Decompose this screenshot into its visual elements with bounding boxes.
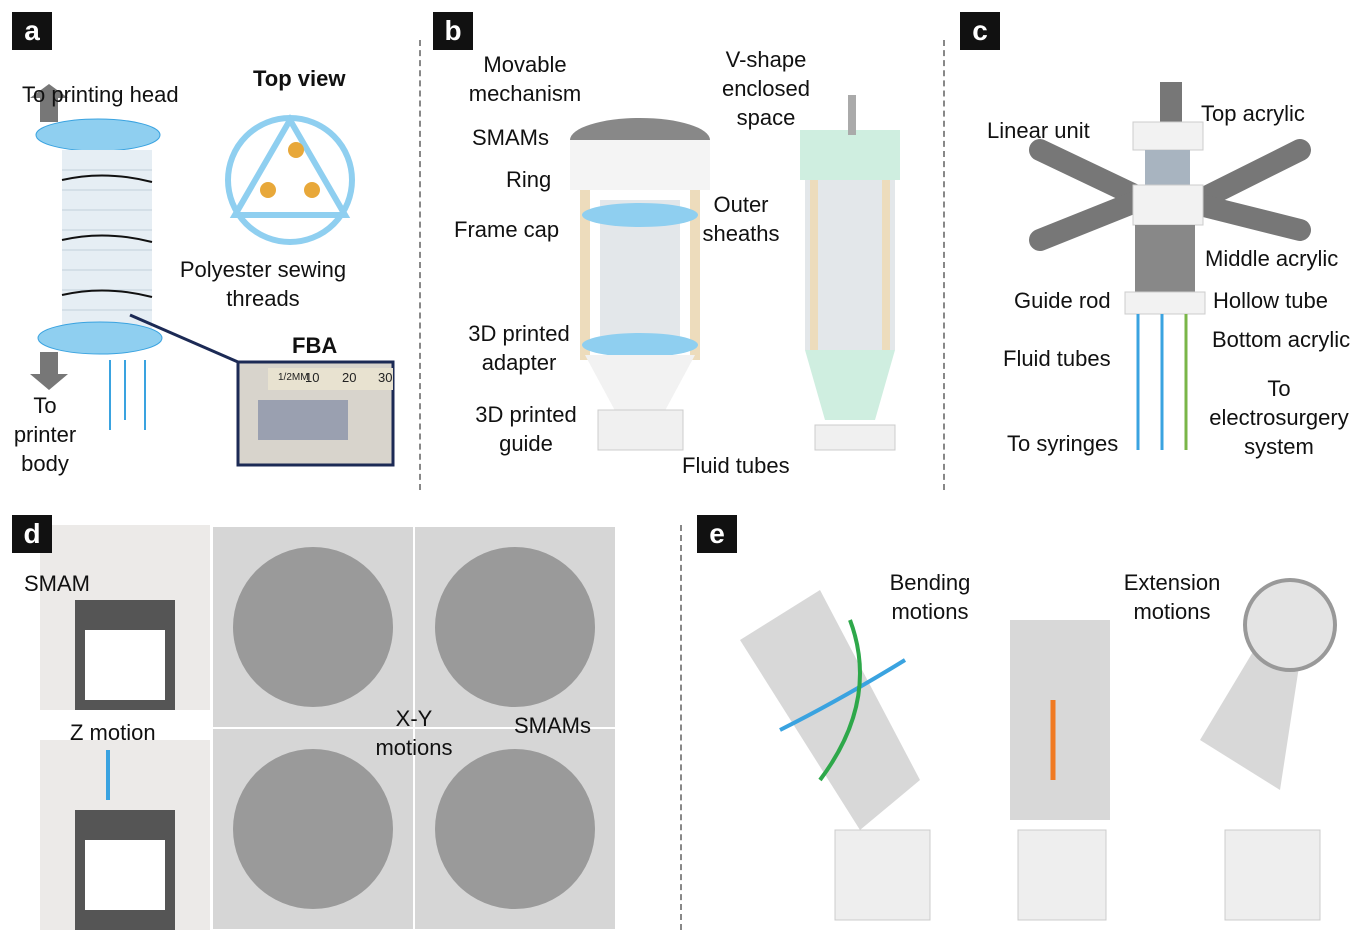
label-top-acrylic: Top acrylic: [1201, 101, 1305, 126]
ruler-label: 20: [342, 370, 357, 385]
label-to-printing-head: To printing head: [22, 82, 179, 107]
label-smam: SMAM: [24, 571, 90, 596]
printer-head-render-b: [570, 95, 900, 451]
label-smams-d: SMAMs: [514, 713, 591, 738]
linear-unit-render-c: [1029, 82, 1311, 450]
top-view-diagram: [225, 114, 355, 245]
label-smams: SMAMs: [472, 125, 549, 150]
label-guide-rod: Guide rod: [1014, 288, 1111, 313]
panel-badge-d: d: [12, 515, 52, 553]
label-ring: Ring: [506, 167, 552, 192]
divider: [419, 40, 421, 490]
label-hollow-tube: Hollow tube: [1213, 288, 1328, 313]
ruler-label: 1/2MM: [278, 372, 309, 383]
photos-e: [740, 578, 1337, 921]
label-z-motion: Z motion: [70, 720, 156, 745]
ruler-label: 30: [378, 370, 393, 385]
label-frame-cap: Frame cap: [454, 217, 560, 242]
label-middle-acrylic: Middle acrylic: [1205, 246, 1339, 271]
label-top-view: Top view: [253, 66, 346, 91]
ruler-label: 10: [305, 370, 320, 385]
label-fluid-tubes-b: Fluid tubes: [682, 453, 790, 478]
label-to-syringes: To syringes: [1007, 431, 1119, 456]
photos-d: [40, 525, 615, 930]
divider: [680, 525, 682, 930]
label-fba: FBA: [292, 333, 338, 358]
panel-badge-c: c: [960, 12, 1000, 50]
label-fluid-tubes-c: Fluid tubes: [1003, 346, 1111, 371]
panel-badge-b: b: [433, 12, 473, 50]
label-linear-unit: Linear unit: [987, 118, 1090, 143]
fba-device-a: [30, 84, 239, 430]
label-bottom-acrylic: Bottom acrylic: [1212, 327, 1351, 352]
panel-badge-e: e: [697, 515, 737, 553]
divider: [943, 40, 945, 490]
panel-badge-a: a: [12, 12, 52, 50]
